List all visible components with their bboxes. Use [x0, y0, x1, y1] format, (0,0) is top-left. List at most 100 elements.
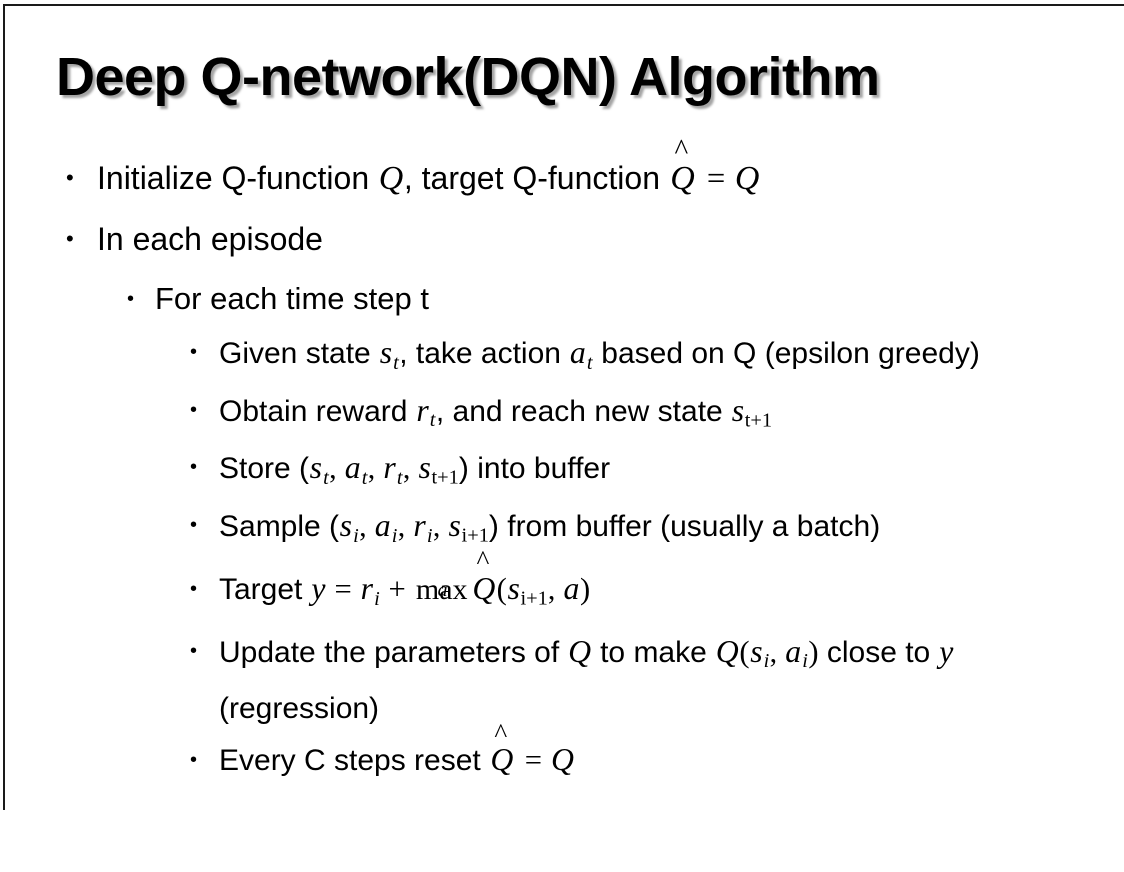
bullet-given-state-text: Given state st, take action at based on …	[219, 329, 1094, 387]
math-equals: =	[524, 743, 542, 778]
bullet-store-transition: • Store (st, at, rt, st+1) into buffer	[0, 444, 1124, 502]
math-var-s: s	[339, 508, 353, 544]
math-var-q-hat-base: Q	[670, 160, 695, 197]
bullet-update-parameters: • Update the parameters of Q to make Q(s…	[0, 628, 1124, 733]
math-comma: ,	[397, 510, 413, 544]
slide-frame-top-line	[3, 4, 1124, 6]
math-comma: ,	[402, 452, 418, 486]
bullet-in-each-episode: • In each episode	[0, 209, 1124, 269]
math-paren-open: (	[739, 634, 750, 669]
math-q-hat: ^Q	[669, 135, 696, 209]
bullet-marker-icon: •	[190, 749, 198, 772]
math-var-s: s	[731, 392, 745, 428]
bullet-marker-icon: •	[190, 514, 198, 537]
math-sub-t: t	[429, 409, 436, 432]
math-sub-i: i	[763, 650, 770, 673]
text-fragment: Sample (	[219, 510, 340, 544]
text-fragment: ) into buffer	[458, 452, 611, 486]
math-var-q2: Q	[715, 633, 739, 669]
math-sub-t: t	[323, 467, 329, 490]
bullet-sample-from-buffer-text: Sample (si, ai, ri, si+1) from buffer (u…	[219, 502, 1094, 560]
math-sub-t: t	[396, 467, 403, 490]
bullet-in-each-episode-text: In each episode	[97, 221, 323, 257]
hat-accent-icon: ^	[476, 545, 490, 576]
text-fragment: , take action	[399, 337, 570, 370]
math-sub-i-plus-1: i+1	[461, 524, 489, 547]
math-max-label: max	[415, 572, 468, 606]
math-sub-i: i	[391, 524, 398, 547]
math-var-a: a	[344, 450, 361, 486]
bullet-marker-icon: •	[190, 341, 198, 363]
math-var-s: s	[507, 570, 520, 606]
math-sub-i: i	[802, 650, 808, 673]
bullet-marker-icon: •	[127, 288, 135, 310]
math-plus: +	[388, 571, 406, 606]
math-comma: ,	[329, 452, 345, 486]
text-fragment: (regression)	[219, 692, 380, 726]
text-fragment: Obtain reward	[219, 394, 416, 428]
math-var-a: a	[374, 508, 391, 544]
bullet-update-parameters-text: Update the parameters of Q to make Q(si,…	[219, 628, 1094, 733]
math-comma: ,	[359, 510, 375, 544]
text-fragment: ) from buffer (usually a batch)	[488, 510, 881, 544]
bullet-sample-from-buffer: • Sample (si, ai, ri, si+1) from buffer …	[0, 502, 1124, 560]
bullet-obtain-reward: • Obtain reward rt, and reach new state …	[0, 387, 1124, 445]
math-paren-close: )	[808, 634, 819, 669]
math-var-q: Q	[550, 742, 574, 778]
math-var-y: y	[311, 570, 326, 606]
bullet-marker-icon: •	[190, 456, 198, 479]
bullet-marker-icon: •	[190, 577, 198, 600]
bullet-marker-icon: •	[66, 226, 74, 251]
math-sub-i: i	[374, 587, 380, 610]
bullet-marker-icon: •	[190, 398, 198, 421]
bullet-every-c-steps-reset: • Every C steps reset ^Q = Q	[0, 719, 1124, 789]
text-fragment: Every C steps reset	[219, 744, 490, 778]
math-paren-close: )	[580, 571, 591, 606]
math-var-a: a	[563, 570, 580, 606]
math-var-y: y	[939, 633, 954, 669]
math-var-s: s	[309, 450, 323, 486]
math-comma: ,	[367, 452, 383, 486]
math-sub-i: i	[353, 524, 359, 547]
math-comma: ,	[432, 510, 448, 544]
math-var-q: Q	[378, 160, 404, 197]
slide-body-bullet-list: • Initialize Q-function Q, target Q-func…	[0, 135, 1124, 789]
math-var-q: Q	[568, 633, 592, 669]
math-var-q-hat-base: Q	[472, 570, 496, 606]
math-q-hat: ^Q	[489, 719, 515, 788]
math-var-r: r	[383, 450, 396, 486]
math-comma: ,	[769, 635, 785, 669]
math-sub-i-plus-1: i+1	[520, 587, 548, 610]
bullet-marker-icon: •	[66, 165, 74, 190]
bullet-given-state: • Given state st, take action at based o…	[0, 329, 1124, 387]
math-equals: =	[334, 571, 352, 606]
slide-frame-left-line	[3, 4, 5, 810]
math-var-r: r	[416, 392, 429, 428]
bullet-every-c-steps-reset-text: Every C steps reset ^Q = Q	[219, 719, 1094, 789]
text-fragment: Target	[219, 572, 311, 606]
text-fragment: to make	[591, 635, 716, 669]
math-q-hat: ^Q	[471, 546, 497, 618]
hat-accent-icon: ^	[494, 717, 508, 748]
bullet-marker-icon: •	[190, 639, 198, 662]
math-var-a: a	[569, 335, 586, 370]
math-sub-i: i	[426, 524, 433, 547]
math-max-underscript: a	[437, 579, 448, 601]
bullet-for-each-time-step: • For each time step t	[0, 269, 1124, 329]
math-sub-t-plus-1: t+1	[744, 409, 773, 432]
math-sub-t: t	[586, 351, 593, 374]
text-fragment: , and reach new state	[435, 394, 732, 428]
bullet-initialize-q-function: • Initialize Q-function Q, target Q-func…	[0, 135, 1124, 209]
math-sub-t: t	[393, 351, 399, 374]
text-fragment: Store (	[219, 452, 310, 486]
text-fragment: Initialize Q-function	[97, 160, 379, 196]
math-var-s2: s	[448, 508, 461, 544]
text-fragment: Given state	[219, 337, 380, 370]
text-fragment: , target Q-function	[403, 160, 669, 196]
math-comma: ,	[547, 572, 563, 606]
math-var-r: r	[413, 508, 426, 544]
